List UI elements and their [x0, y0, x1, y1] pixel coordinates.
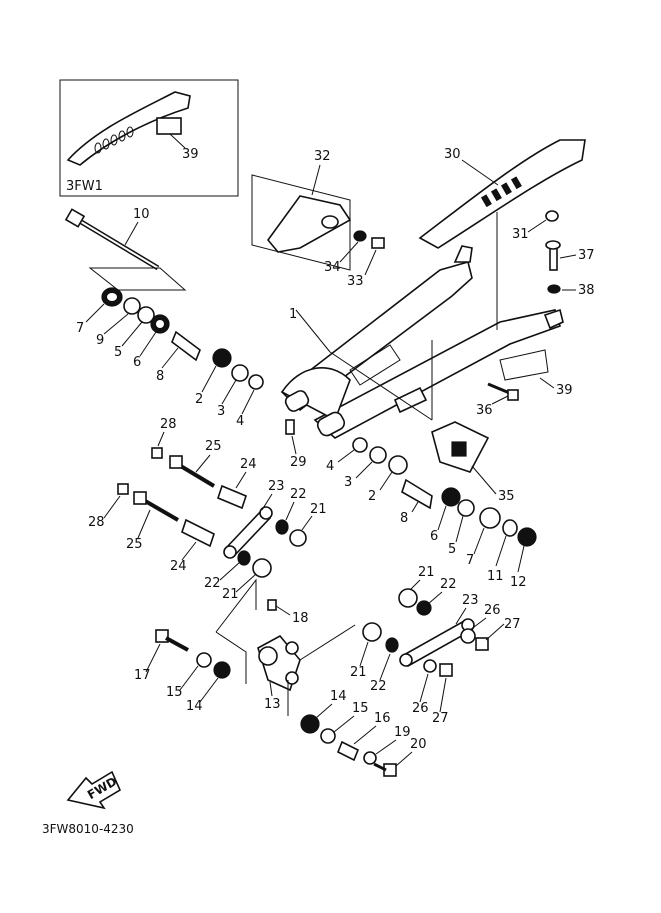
callout-29: 29 [290, 455, 307, 470]
callout-37: 37 [578, 248, 595, 263]
callout-2-right: 2 [368, 489, 376, 504]
callout-17: 17 [134, 668, 151, 683]
chain-slider-assembly: 32 34 33 [251, 149, 385, 289]
diagram-code: 3FW8010-4230 [42, 822, 134, 836]
callout-22-upper: 22 [290, 487, 307, 502]
inset-label-plate [156, 117, 182, 135]
callout-34: 34 [324, 260, 341, 275]
callout-32: 32 [314, 149, 331, 164]
bolt-36: 36 [476, 382, 519, 418]
callout-27-lower: 27 [432, 711, 449, 726]
callout-6-left: 6 [133, 355, 141, 370]
callout-33: 33 [347, 274, 364, 289]
callout-28-lower: 28 [88, 515, 105, 530]
right-bearing-stack: 4 3 2 8 6 5 7 11 12 [326, 437, 537, 590]
lower-link-bolt: 28 25 24 [88, 483, 215, 574]
callout-10: 10 [133, 207, 150, 222]
callout-21-right-lower: 21 [350, 665, 367, 680]
callout-38: 38 [578, 283, 595, 298]
callout-8-right: 8 [400, 511, 408, 526]
bolt-washer-right: 37 38 [545, 240, 595, 298]
chain-guard: 30 31 [418, 139, 586, 330]
callout-21-right-upper: 21 [418, 565, 435, 580]
guard-slots [480, 176, 522, 208]
callout-14-lower: 14 [330, 689, 347, 704]
callout-36: 36 [476, 403, 493, 418]
callout-5-right: 5 [448, 542, 456, 557]
callout-3-left: 3 [217, 404, 225, 419]
callout-28-upper: 28 [160, 417, 177, 432]
callout-7-right: 7 [466, 553, 474, 568]
callout-13: 13 [264, 697, 281, 712]
chain-tensioner: 35 [431, 421, 515, 504]
callout-23-left: 23 [268, 479, 285, 494]
inset-box: 39 3FW1 [59, 79, 239, 197]
upper-link-bolt: 28 25 24 [151, 417, 257, 510]
callout-1: 1 [289, 307, 297, 322]
callout-4-left: 4 [236, 414, 244, 429]
inset-guard-slots [94, 126, 134, 154]
callout-22-right-upper: 22 [440, 577, 457, 592]
swingarm: 1 [280, 245, 564, 439]
callout-21-upper: 21 [310, 502, 327, 517]
callout-21-lower-left: 21 [222, 587, 239, 602]
callout-23-right: 23 [462, 593, 479, 608]
callout-25-upper: 25 [205, 439, 222, 454]
callout-39-inset: 39 [182, 147, 199, 162]
callout-24-lower: 24 [170, 559, 187, 574]
fwd-arrow: FWD [66, 770, 122, 810]
lower-pivot-stack: 14 15 16 19 20 [300, 689, 427, 777]
callout-22-right-lower: 22 [370, 679, 387, 694]
callout-22-lower-left: 22 [204, 576, 221, 591]
callout-15-lower: 15 [352, 701, 369, 716]
callout-26-upper: 26 [484, 603, 501, 618]
callout-19: 19 [394, 725, 411, 740]
pivot-shaft: 10 [64, 207, 187, 291]
callout-16: 16 [374, 711, 391, 726]
left-bearing-stack: 7 9 5 6 8 2 3 4 [76, 287, 264, 429]
callout-25-lower: 25 [126, 537, 143, 552]
callout-18: 18 [292, 611, 309, 626]
callout-4-right: 4 [326, 459, 334, 474]
callout-39-main: 39 [556, 383, 573, 398]
callout-24-upper: 24 [240, 457, 257, 472]
callout-5-left: 5 [114, 345, 122, 360]
callout-9: 9 [96, 333, 104, 348]
callout-31: 31 [512, 227, 529, 242]
callout-6-right: 6 [430, 529, 438, 544]
callout-2-left: 2 [195, 392, 203, 407]
label-plate-right: 39 [499, 349, 573, 398]
grease-nipple: 29 [285, 419, 307, 470]
connecting-rod-left: 23 22 21 22 21 [204, 479, 327, 602]
callout-30: 30 [444, 147, 461, 162]
callout-14-left: 14 [186, 699, 203, 714]
callout-12: 12 [510, 575, 527, 590]
callout-26-lower: 26 [412, 701, 429, 716]
connecting-rod-right: 21 22 23 21 22 26 27 26 27 [350, 565, 521, 726]
callout-8-left: 8 [156, 369, 164, 384]
callout-11: 11 [487, 569, 504, 584]
callout-27-upper: 27 [504, 617, 521, 632]
callout-15-left: 15 [166, 685, 183, 700]
inset-model-label: 3FW1 [66, 179, 103, 194]
relay-arm: 18 13 17 15 14 [134, 578, 356, 716]
callout-35: 35 [498, 489, 515, 504]
callout-7-left: 7 [76, 321, 84, 336]
callout-3-right: 3 [344, 475, 352, 490]
callout-20: 20 [410, 737, 427, 752]
